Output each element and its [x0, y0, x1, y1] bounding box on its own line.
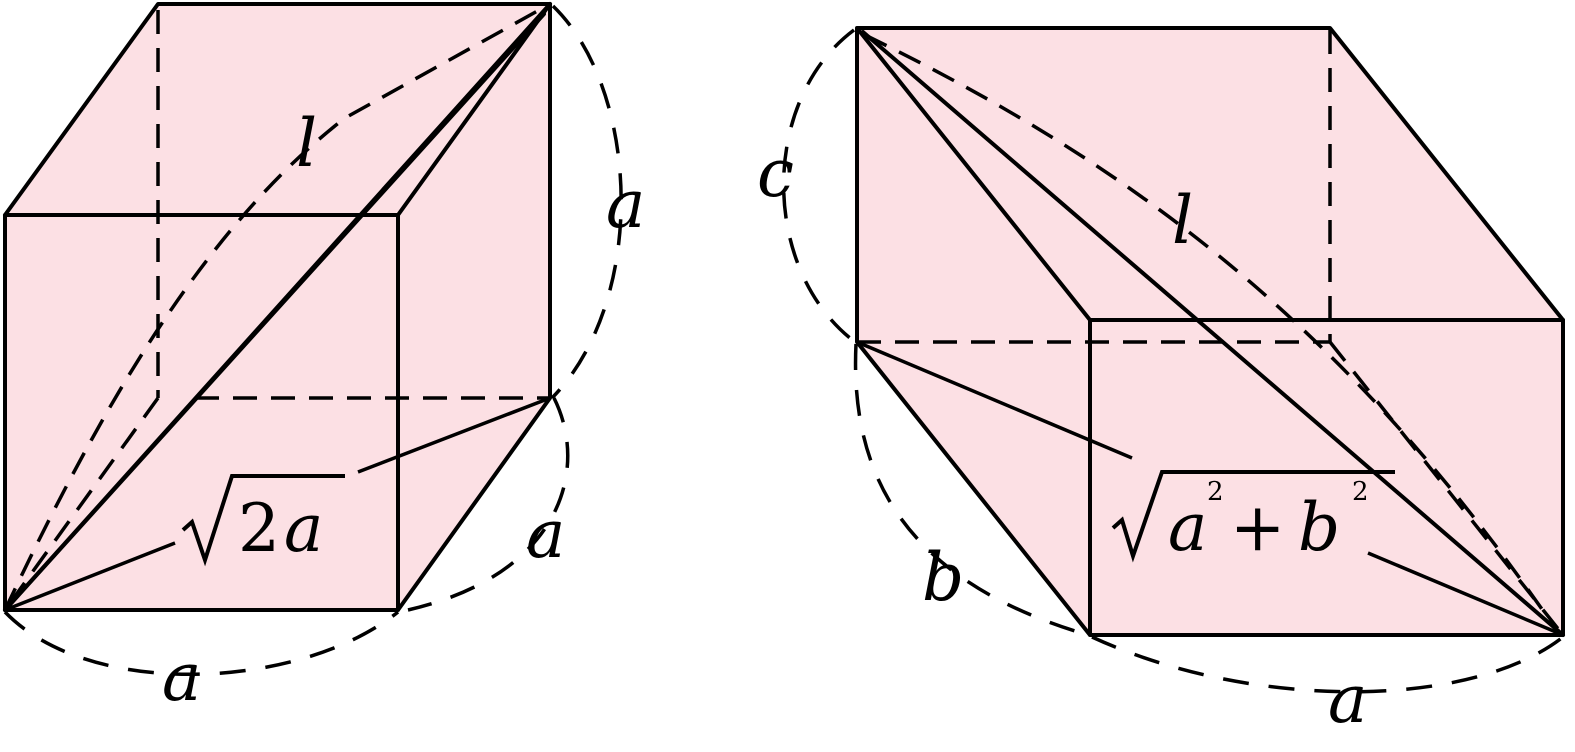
- sqrt-symbol: [1111, 470, 1395, 563]
- box-bottom-arc: [1091, 635, 1565, 694]
- sqrt-radicand-coefficient: 2: [238, 490, 280, 567]
- cube-bottom-label: a: [162, 639, 201, 716]
- sqrt-radicand-variable: a: [284, 490, 323, 567]
- cube-hidden-depth-edge: [3, 396, 160, 612]
- box-depth-label: b: [922, 539, 964, 616]
- box-hidden-depth-edge: [1328, 340, 1565, 637]
- face-diagonal-leader-right: [357, 396, 551, 474]
- sqrt-symbol: [181, 474, 345, 567]
- cube-top-right-edge: [396, 2, 552, 217]
- box-height-arc: [782, 28, 857, 344]
- radicand-term-a: a: [1168, 489, 1207, 566]
- box-depth-arc: [853, 343, 1089, 637]
- cube-space-diagonal-dashed: [3, 2, 551, 611]
- box-front-face: [1090, 320, 1563, 635]
- box-outline: [855, 26, 1565, 637]
- box-figure: c l b a a 2 + b 2: [757, 26, 1565, 738]
- cube-right-face: [398, 4, 550, 610]
- radicand-exponent-b: 2: [1352, 477, 1369, 507]
- box-height-label: c: [757, 135, 794, 212]
- box-diagonal-label: l: [1172, 182, 1193, 259]
- face-diagonal-leader-left: [4, 541, 176, 612]
- cube-diagonal-label: l: [296, 105, 317, 182]
- depth-arc: [407, 397, 570, 612]
- cube-depth-label: a: [526, 496, 565, 573]
- box-side-face: [857, 28, 1090, 635]
- cube-outline: [3, 2, 552, 612]
- box-face-diagonal-formula: a 2 + b 2: [1111, 470, 1395, 566]
- radicand-plus: +: [1230, 489, 1285, 566]
- cube-face-diagonal-formula: 2 a: [181, 474, 345, 567]
- bottom-arc: [3, 610, 400, 676]
- height-arc: [550, 4, 623, 400]
- box-face-diagonal-leader-right: [1367, 551, 1564, 637]
- box-space-diagonal-dashed: [864, 33, 1557, 629]
- radicand-term-b: b: [1298, 489, 1340, 566]
- box-face-diagonal-leader-left: [856, 340, 1133, 460]
- cube-top-face: [5, 4, 550, 215]
- cube-figure: l a a a 2 a: [3, 2, 645, 716]
- box-space-diagonal: [861, 30, 1565, 637]
- cube-face-diagonal-inner: [3, 12, 546, 612]
- cube-front-face: [5, 215, 398, 610]
- box-bottom-label: a: [1328, 661, 1367, 738]
- radicand-exponent-a: 2: [1207, 477, 1224, 507]
- cube-height-label: a: [606, 166, 645, 243]
